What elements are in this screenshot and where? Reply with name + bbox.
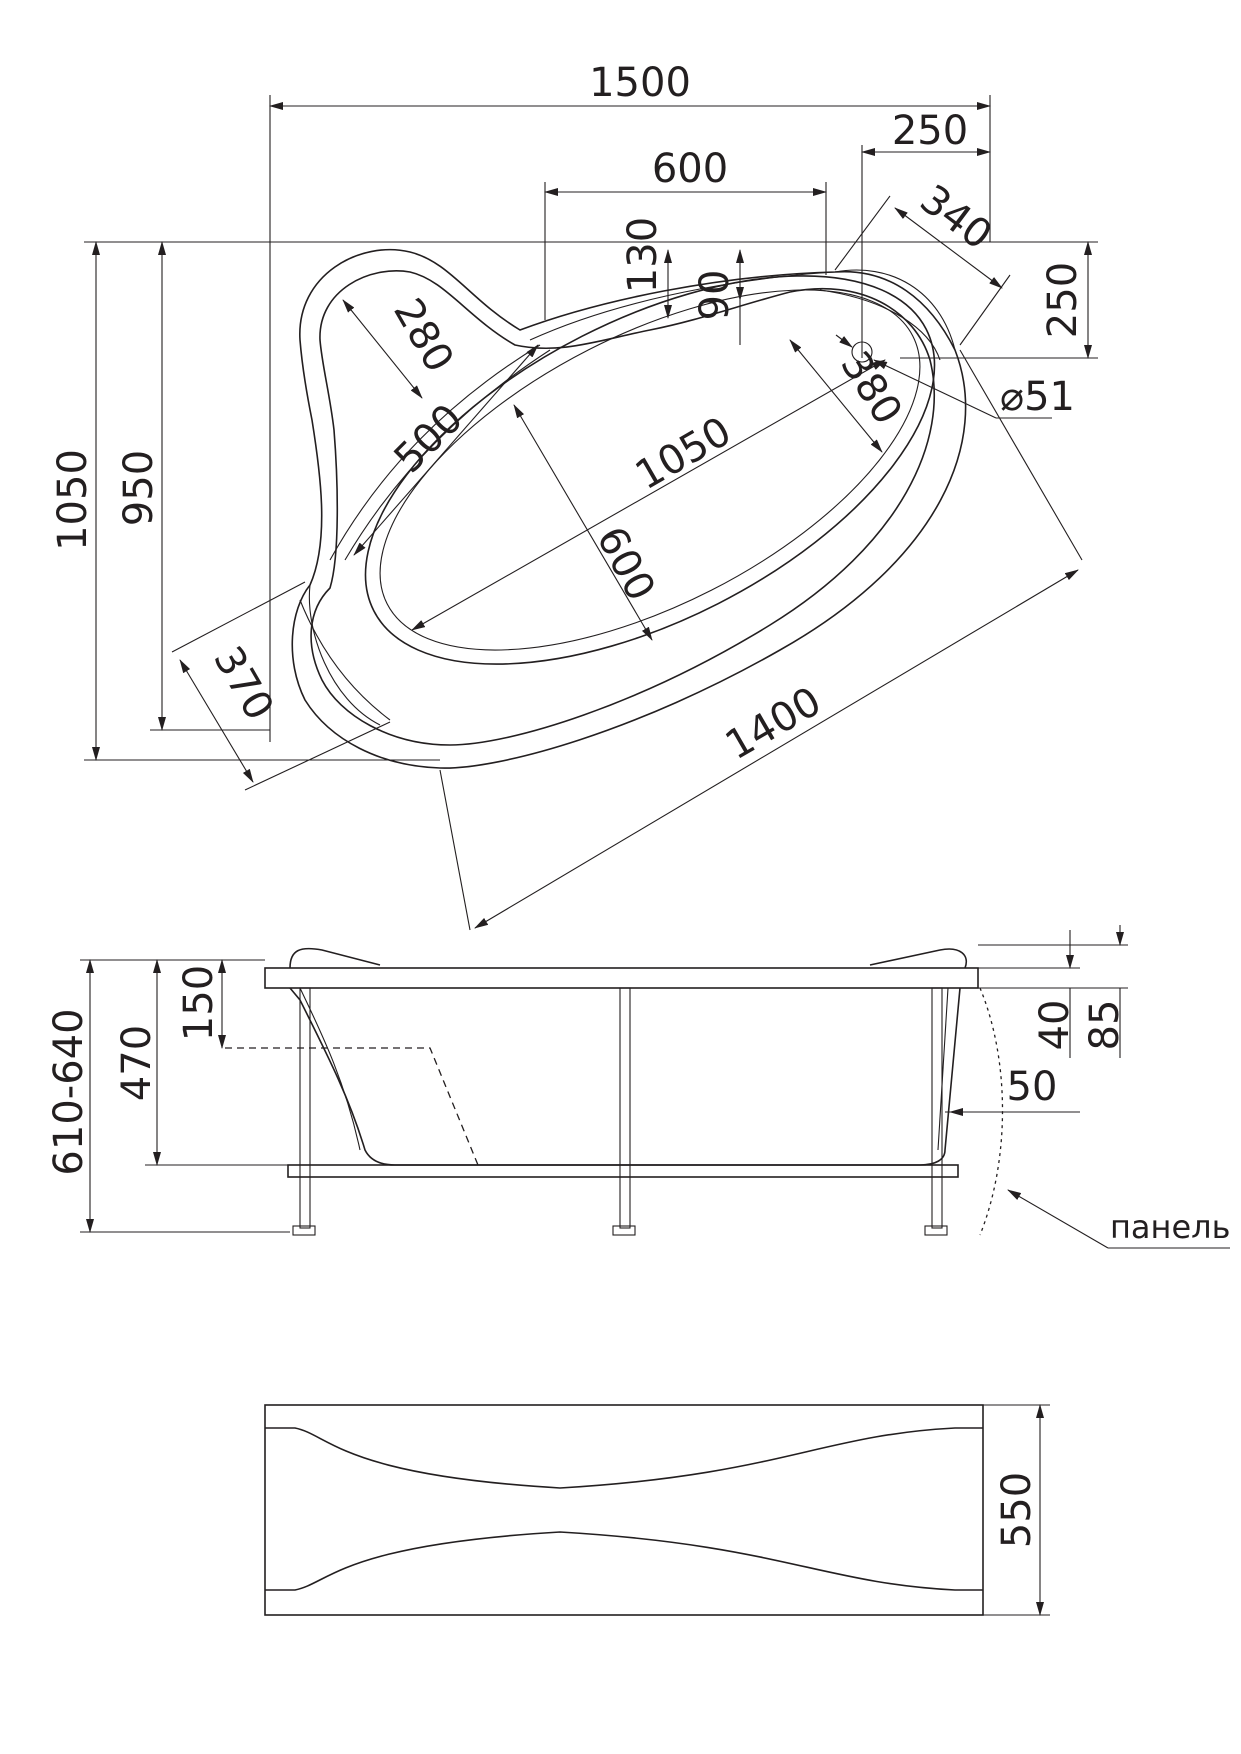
- panel-view: 550: [264, 1404, 1050, 1616]
- dim-950: 950: [116, 450, 162, 526]
- dim-250-top: 250: [892, 108, 968, 154]
- plan-view: 1500 250 600 340 130 90 250 280 500 1050: [50, 60, 1098, 931]
- tub-rim-side: [264, 967, 979, 989]
- panel-label: панель: [1110, 1208, 1230, 1246]
- dim-470: 470: [114, 1025, 160, 1101]
- dim-500: 500: [386, 396, 473, 483]
- dim-1050-diag: 1050: [628, 408, 739, 499]
- frame-rail: [287, 1164, 959, 1178]
- dim-130: 130: [620, 217, 666, 293]
- dim-550: 550: [994, 1472, 1040, 1548]
- side-view: 610-640 470 150 40 85 50 панель: [46, 925, 1230, 1249]
- dim-370: 370: [204, 639, 282, 728]
- dim-40: 40: [1032, 1000, 1078, 1051]
- dim-51: ⌀51: [1000, 374, 1075, 420]
- dim-380: 380: [831, 344, 910, 433]
- dim-340: 340: [911, 176, 1000, 259]
- dim-150: 150: [176, 965, 222, 1041]
- dim-610-640: 610-640: [46, 1008, 92, 1175]
- dim-280: 280: [384, 291, 462, 380]
- dim-90: 90: [692, 270, 738, 321]
- tub-body-side: [289, 987, 961, 1166]
- dim-250-right: 250: [1040, 262, 1086, 338]
- dim-1050-left: 1050: [50, 449, 96, 551]
- panel-curve: [979, 987, 1004, 1236]
- dim-1500: 1500: [589, 60, 691, 106]
- dim-600-top: 600: [652, 146, 728, 192]
- front-panel: [264, 1404, 984, 1616]
- dim-1400: 1400: [718, 678, 829, 769]
- dim-50: 50: [1007, 1064, 1058, 1110]
- dim-600-diag: 600: [587, 519, 663, 608]
- dim-85: 85: [1082, 1000, 1128, 1051]
